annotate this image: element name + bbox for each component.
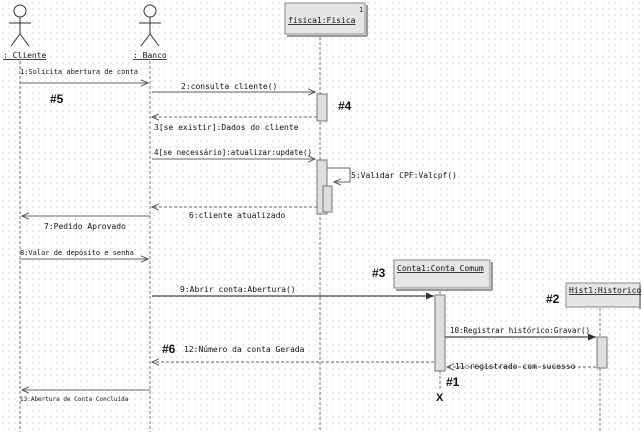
message-label-7: 7:Pedido Aprovado xyxy=(44,222,126,231)
message-label-6: 6:cliente atualizado xyxy=(189,211,286,220)
marker-1: #1 xyxy=(446,375,460,389)
marker-5: #5 xyxy=(50,92,64,106)
message-label-13: 13:Abertura de Conta Concluída xyxy=(20,396,129,403)
marker-3: #3 xyxy=(372,266,386,280)
message-label-12: 12:Número da conta Gerada xyxy=(184,345,305,354)
object-hist1: Hist1:Historico xyxy=(565,282,641,309)
message-label-11: 11:registrado com sucesso xyxy=(455,362,576,371)
lifelines xyxy=(19,37,601,432)
actor-cliente: : Cliente xyxy=(3,4,47,60)
destroy-marker: X xyxy=(436,392,444,404)
message-label-3: 3[se existir]:Dados do cliente xyxy=(154,123,299,132)
message-arrows xyxy=(20,83,596,390)
activation-bar xyxy=(316,93,328,122)
object-hist1-label: Hist1:Historico xyxy=(569,286,641,295)
activation-bar xyxy=(322,185,333,213)
object-corner-number: 1 xyxy=(359,6,363,14)
actor-banco: : Banco xyxy=(133,4,167,60)
object-box xyxy=(393,259,491,289)
object-conta1: Conta1:Conta Comum xyxy=(393,259,493,291)
message-label-5: 5:Validar CPF:Valcpf() xyxy=(351,171,457,180)
message-label-4: 4[se necessário]:atualizar:update() xyxy=(154,148,312,157)
object-fisica1-label: fisica1:Fisica xyxy=(288,16,356,25)
activation-bar xyxy=(596,336,608,369)
message-label-1: 1:Solicita abertura de conta xyxy=(20,68,138,76)
actor-cliente-label: : Cliente xyxy=(3,51,47,60)
stick-figure-icon xyxy=(139,4,161,47)
self-message-arrow xyxy=(327,167,351,182)
object-conta1-label: Conta1:Conta Comum xyxy=(397,264,484,273)
marker-4: #4 xyxy=(338,99,352,113)
message-label-8: 8:Valor de depósito e senha xyxy=(20,249,134,257)
object-fisica1: fisica1:Fisica 1 xyxy=(284,2,368,37)
message-label-2: 2:consulta cliente() xyxy=(181,82,277,91)
stick-figure-icon xyxy=(9,4,31,47)
activation-bar xyxy=(434,294,446,372)
activations xyxy=(316,93,608,372)
marker-6: #6 xyxy=(162,342,176,356)
actor-banco-label: : Banco xyxy=(133,51,167,60)
message-label-9: 9:Abrir conta:Abertura() xyxy=(180,285,296,294)
object-box xyxy=(284,2,366,35)
message-label-10: 10:Registrar histórico:Gravar() xyxy=(450,326,590,335)
marker-2: #2 xyxy=(546,292,560,306)
